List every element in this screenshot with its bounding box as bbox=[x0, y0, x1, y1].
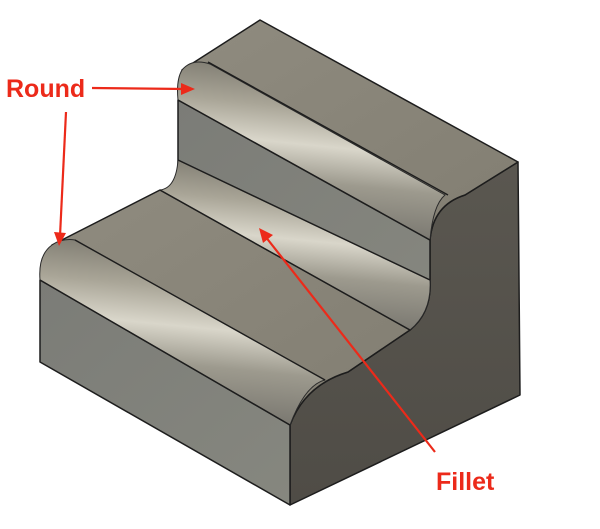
fillet-arrow-head bbox=[259, 228, 273, 243]
lower-round-surface bbox=[39, 239, 326, 426]
round-label: Round bbox=[6, 75, 85, 103]
tangent-edge-upper-round bbox=[207, 61, 449, 196]
fillet-arrow bbox=[264, 235, 436, 453]
tangent-edge-lower-front bbox=[39, 279, 291, 426]
upper-round-surface bbox=[177, 61, 446, 241]
fillet-label: Fillet bbox=[436, 468, 495, 496]
round-arrow-upper-head bbox=[181, 83, 195, 95]
round-arrow-upper bbox=[91, 86, 186, 91]
tangent-edge-lower-round bbox=[74, 239, 326, 381]
tangent-edge-fillet-top bbox=[177, 159, 431, 281]
round-arrow-lower-head bbox=[54, 232, 66, 246]
tangent-edge-upper-front bbox=[177, 99, 431, 241]
round-arrow-lower bbox=[58, 111, 68, 237]
